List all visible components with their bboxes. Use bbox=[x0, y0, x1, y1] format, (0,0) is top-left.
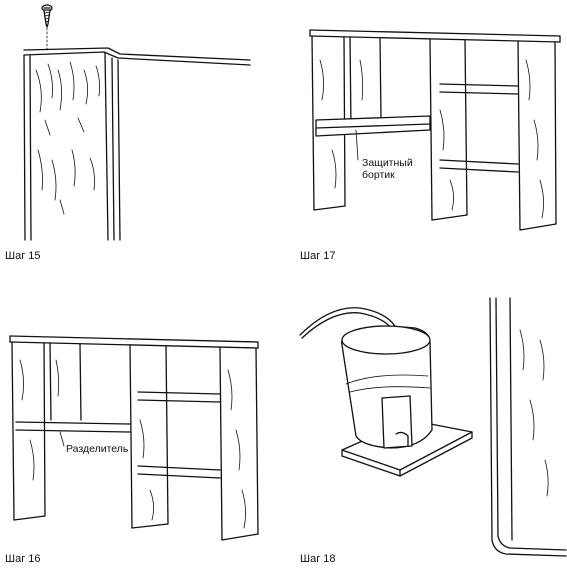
step-16-label: Шаг 16 bbox=[5, 553, 41, 565]
screw-icon bbox=[41, 4, 53, 51]
step16-illustration bbox=[9, 335, 259, 541]
step15-illustration bbox=[23, 4, 251, 241]
step-17-label: Шаг 17 bbox=[300, 250, 336, 262]
step-15-label: Шаг 15 bbox=[5, 250, 41, 262]
step-18-label: Шаг 18 bbox=[300, 553, 336, 565]
protective-rail-callout: Защитный бортик bbox=[362, 157, 413, 181]
step18-illustration bbox=[299, 297, 567, 557]
step17-illustration bbox=[309, 29, 561, 231]
divider-callout: Разделитель bbox=[66, 443, 129, 455]
